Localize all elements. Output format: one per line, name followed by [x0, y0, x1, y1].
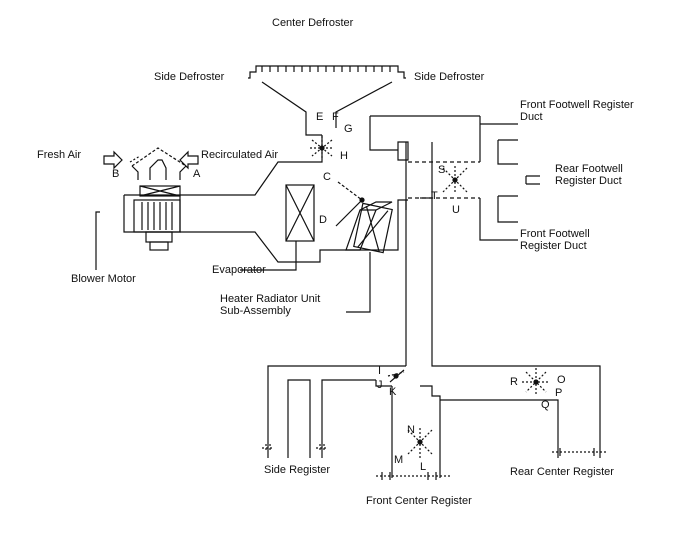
heater-radiator-label: Heater Radiator Unit Sub-Assembly	[220, 293, 321, 317]
damper-letter-u: U	[452, 204, 460, 216]
side-defroster-right-label: Side Defroster	[414, 71, 485, 83]
front-center-register-label: Front Center Register	[366, 495, 472, 507]
damper-letter-q: Q	[541, 399, 550, 411]
damper-letter-a: A	[193, 168, 201, 180]
damper-letter-c: C	[323, 171, 331, 183]
damper-letter-p: P	[555, 387, 563, 399]
lower-dampers	[387, 368, 550, 460]
damper-letter-e: E	[316, 111, 324, 123]
damper-letter-i: I	[378, 365, 382, 377]
register-outlets	[262, 444, 606, 480]
damper-letter-g: G	[344, 123, 353, 135]
damper-letter-f: F	[332, 111, 339, 123]
rear-footwell-duct-label: Rear Footwell Register Duct	[555, 163, 623, 187]
recirculated-air-label: Recirculated Air	[201, 149, 279, 161]
front-footwell-duct-bottom-label: Front Footwell Register Duct	[520, 228, 590, 252]
damper-letter-d: D	[319, 214, 327, 226]
center-defroster-grille	[248, 65, 406, 79]
center-defroster-label: Center Defroster	[272, 17, 354, 29]
air-conditioning-case	[180, 115, 480, 263]
air-inlet-arrows	[103, 147, 199, 170]
blower-housing	[123, 159, 187, 251]
damper-letter-m: M	[394, 454, 404, 466]
rear-center-register-label: Rear Center Register	[510, 466, 614, 478]
vertical-ducts	[397, 141, 601, 458]
fresh-air-label: Fresh Air	[37, 149, 82, 161]
defroster-damper	[310, 136, 334, 160]
damper-letter-n: N	[407, 424, 415, 436]
damper-letter-h: H	[340, 150, 348, 162]
blower-motor-label: Blower Motor	[71, 273, 136, 285]
damper-letter-k: K	[389, 386, 397, 398]
damper-letter-o: O	[557, 374, 566, 386]
damper-letter-l: L	[420, 461, 427, 473]
damper-letter-b: B	[112, 168, 120, 180]
evaporator-label: Evaporator	[212, 264, 266, 276]
defroster-duct	[261, 81, 393, 136]
air-mix-damper	[335, 181, 365, 227]
leader-lines	[95, 211, 100, 270]
side-register-label: Side Register	[264, 464, 331, 476]
side-defroster-left-label: Side Defroster	[154, 71, 225, 83]
damper-letter-s: S	[438, 164, 446, 176]
front-footwell-duct-top-label: Front Footwell Register Duct	[520, 99, 634, 123]
register-ducts	[267, 365, 559, 478]
damper-letter-j: J	[377, 379, 383, 391]
heater-radiator-core	[345, 201, 393, 313]
footwell-ducts	[479, 116, 540, 241]
footwell-damper	[408, 161, 480, 199]
damper-letter-r: R	[510, 376, 518, 388]
evaporator-core	[240, 184, 315, 271]
damper-letter-t: T	[431, 190, 438, 202]
